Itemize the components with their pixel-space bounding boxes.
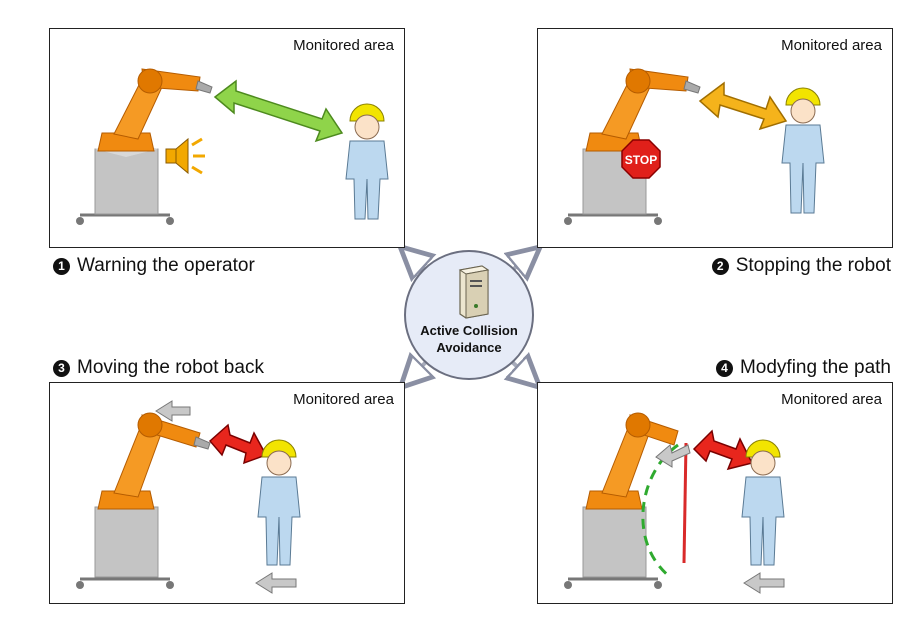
- caption-text-1: Warning the operator: [77, 255, 255, 276]
- safe-distance-arrow: [213, 79, 344, 143]
- caption-number-2: 2: [711, 257, 729, 275]
- caption-text-3: Moving the robot back: [77, 357, 264, 378]
- worker-icon: [345, 103, 389, 220]
- hub-label-line-1: Active Collision: [420, 323, 518, 338]
- danger-distance-arrow: [208, 423, 268, 465]
- worker-retreat-arrow: [743, 572, 785, 594]
- caption-number-4: 4: [715, 359, 733, 377]
- caption-3: 3 Moving the robot back: [53, 357, 264, 379]
- robot-arm-icon: [76, 412, 211, 589]
- panel-modifying-path: Monitored area: [537, 382, 893, 604]
- caption-1: 1 Warning the operator: [53, 255, 255, 277]
- worker-icon: [741, 439, 785, 566]
- stop-sign-icon: STOP: [621, 139, 661, 179]
- robot-arm-icon: [564, 68, 701, 225]
- hub-label-line-2: Avoidance: [436, 340, 502, 355]
- monitored-area-label: Monitored area: [293, 391, 394, 408]
- connector-to-panel-3: [406, 360, 428, 382]
- caution-distance-arrow: [698, 81, 788, 131]
- worker-icon: [257, 439, 301, 566]
- modified-path-arc: [641, 443, 691, 579]
- caption-4: 4 Modyfing the path: [715, 357, 891, 379]
- active-collision-avoidance-hub: Active Collision Avoidance: [404, 250, 534, 380]
- original-path-line: [682, 442, 688, 564]
- monitored-area-label: Monitored area: [781, 391, 882, 408]
- scene-moving-back: [76, 400, 301, 594]
- connector-to-panel-4: [510, 360, 534, 382]
- scene-modifying-path: [564, 412, 785, 594]
- robot-arm-icon: [564, 412, 679, 589]
- panel-moving-back: Monitored area: [49, 382, 405, 604]
- worker-icon: [781, 87, 825, 214]
- caption-number-1: 1: [53, 257, 70, 275]
- hub-label: Active Collision Avoidance: [406, 322, 532, 356]
- caption-2: 2 Stopping the robot: [711, 255, 891, 277]
- caption-number-3: 3: [53, 359, 70, 377]
- scene-stopping: STOP: [564, 68, 825, 225]
- robot-retreat-arrow: [155, 400, 191, 422]
- speaker-icon: [165, 137, 205, 175]
- robot-arm-icon: [76, 68, 213, 225]
- scene-warning: [76, 68, 389, 225]
- server-icon: [458, 265, 490, 319]
- monitored-area-label: Monitored area: [781, 37, 882, 54]
- danger-distance-arrow: [692, 429, 754, 471]
- stop-sign-text: STOP: [625, 153, 657, 167]
- panel-stopping: Monitored area STOP: [537, 28, 893, 248]
- caption-text-2: Stopping the robot: [735, 255, 891, 276]
- panel-warning: Monitored area: [49, 28, 405, 248]
- worker-retreat-arrow: [255, 572, 297, 594]
- caption-text-4: Modyfing the path: [739, 357, 891, 378]
- monitored-area-label: Monitored area: [293, 37, 394, 54]
